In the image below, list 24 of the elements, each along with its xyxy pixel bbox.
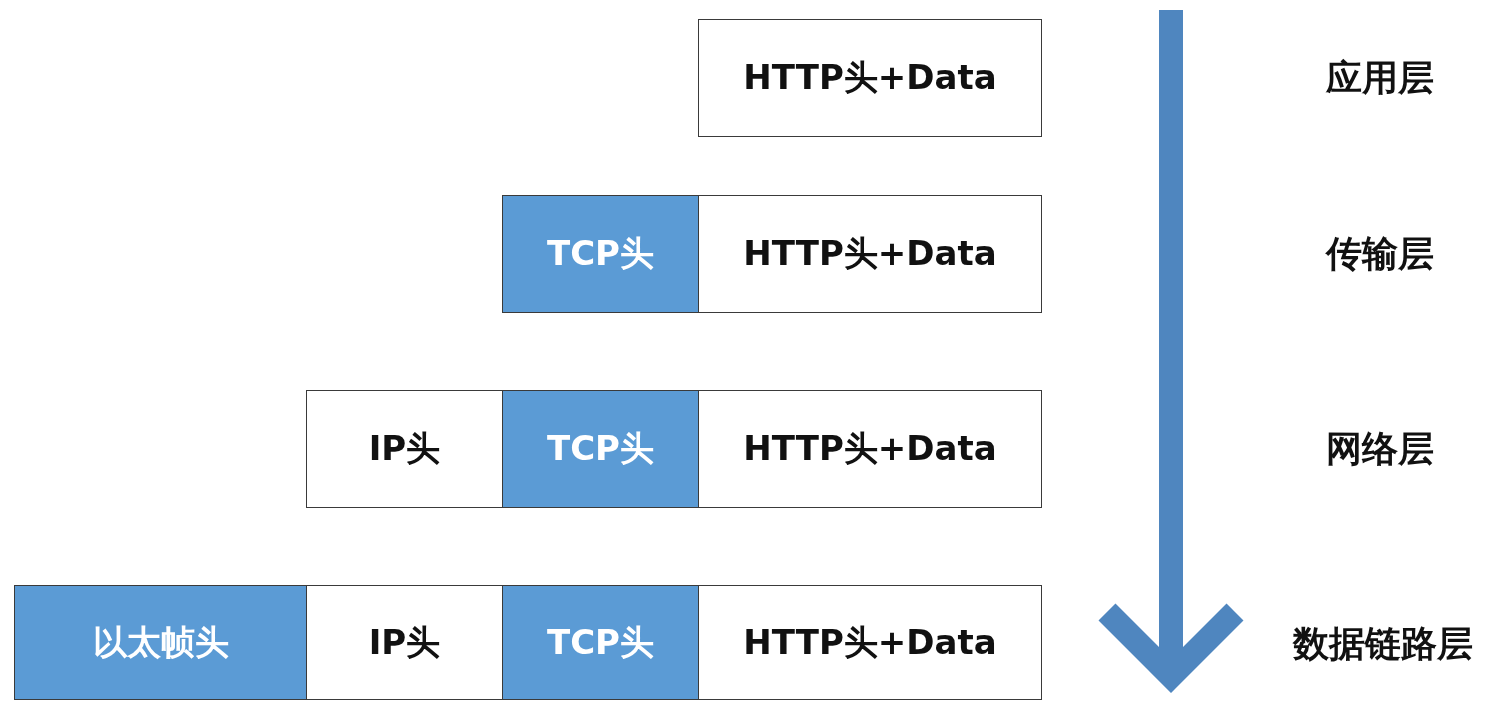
field-label: IP头 xyxy=(368,620,441,664)
field-label: HTTP头+Data xyxy=(743,427,997,470)
layer-label: 应用层 xyxy=(1326,55,1434,100)
header-block xyxy=(502,195,699,313)
field-label: HTTP头+Data xyxy=(743,56,997,99)
data-block xyxy=(306,585,503,700)
field-label: IP头 xyxy=(368,427,441,470)
data-block xyxy=(698,585,1042,700)
field-label: TCP头 xyxy=(546,620,655,664)
data-block xyxy=(306,390,503,508)
field-label: TCP头 xyxy=(546,232,655,275)
data-block xyxy=(698,390,1042,508)
header-block xyxy=(14,585,307,700)
layer-label: 网络层 xyxy=(1326,426,1434,471)
header-block xyxy=(502,585,699,700)
field-label: HTTP头+Data xyxy=(743,620,997,664)
field-label: 以太帧头 xyxy=(92,620,229,664)
data-block xyxy=(698,19,1042,137)
layer-label: 数据链路层 xyxy=(1293,621,1473,666)
field-label: TCP头 xyxy=(546,427,655,470)
data-block xyxy=(698,195,1042,313)
field-label: HTTP头+Data xyxy=(743,232,997,275)
layer-label: 传输层 xyxy=(1326,231,1434,276)
header-block xyxy=(502,390,699,508)
